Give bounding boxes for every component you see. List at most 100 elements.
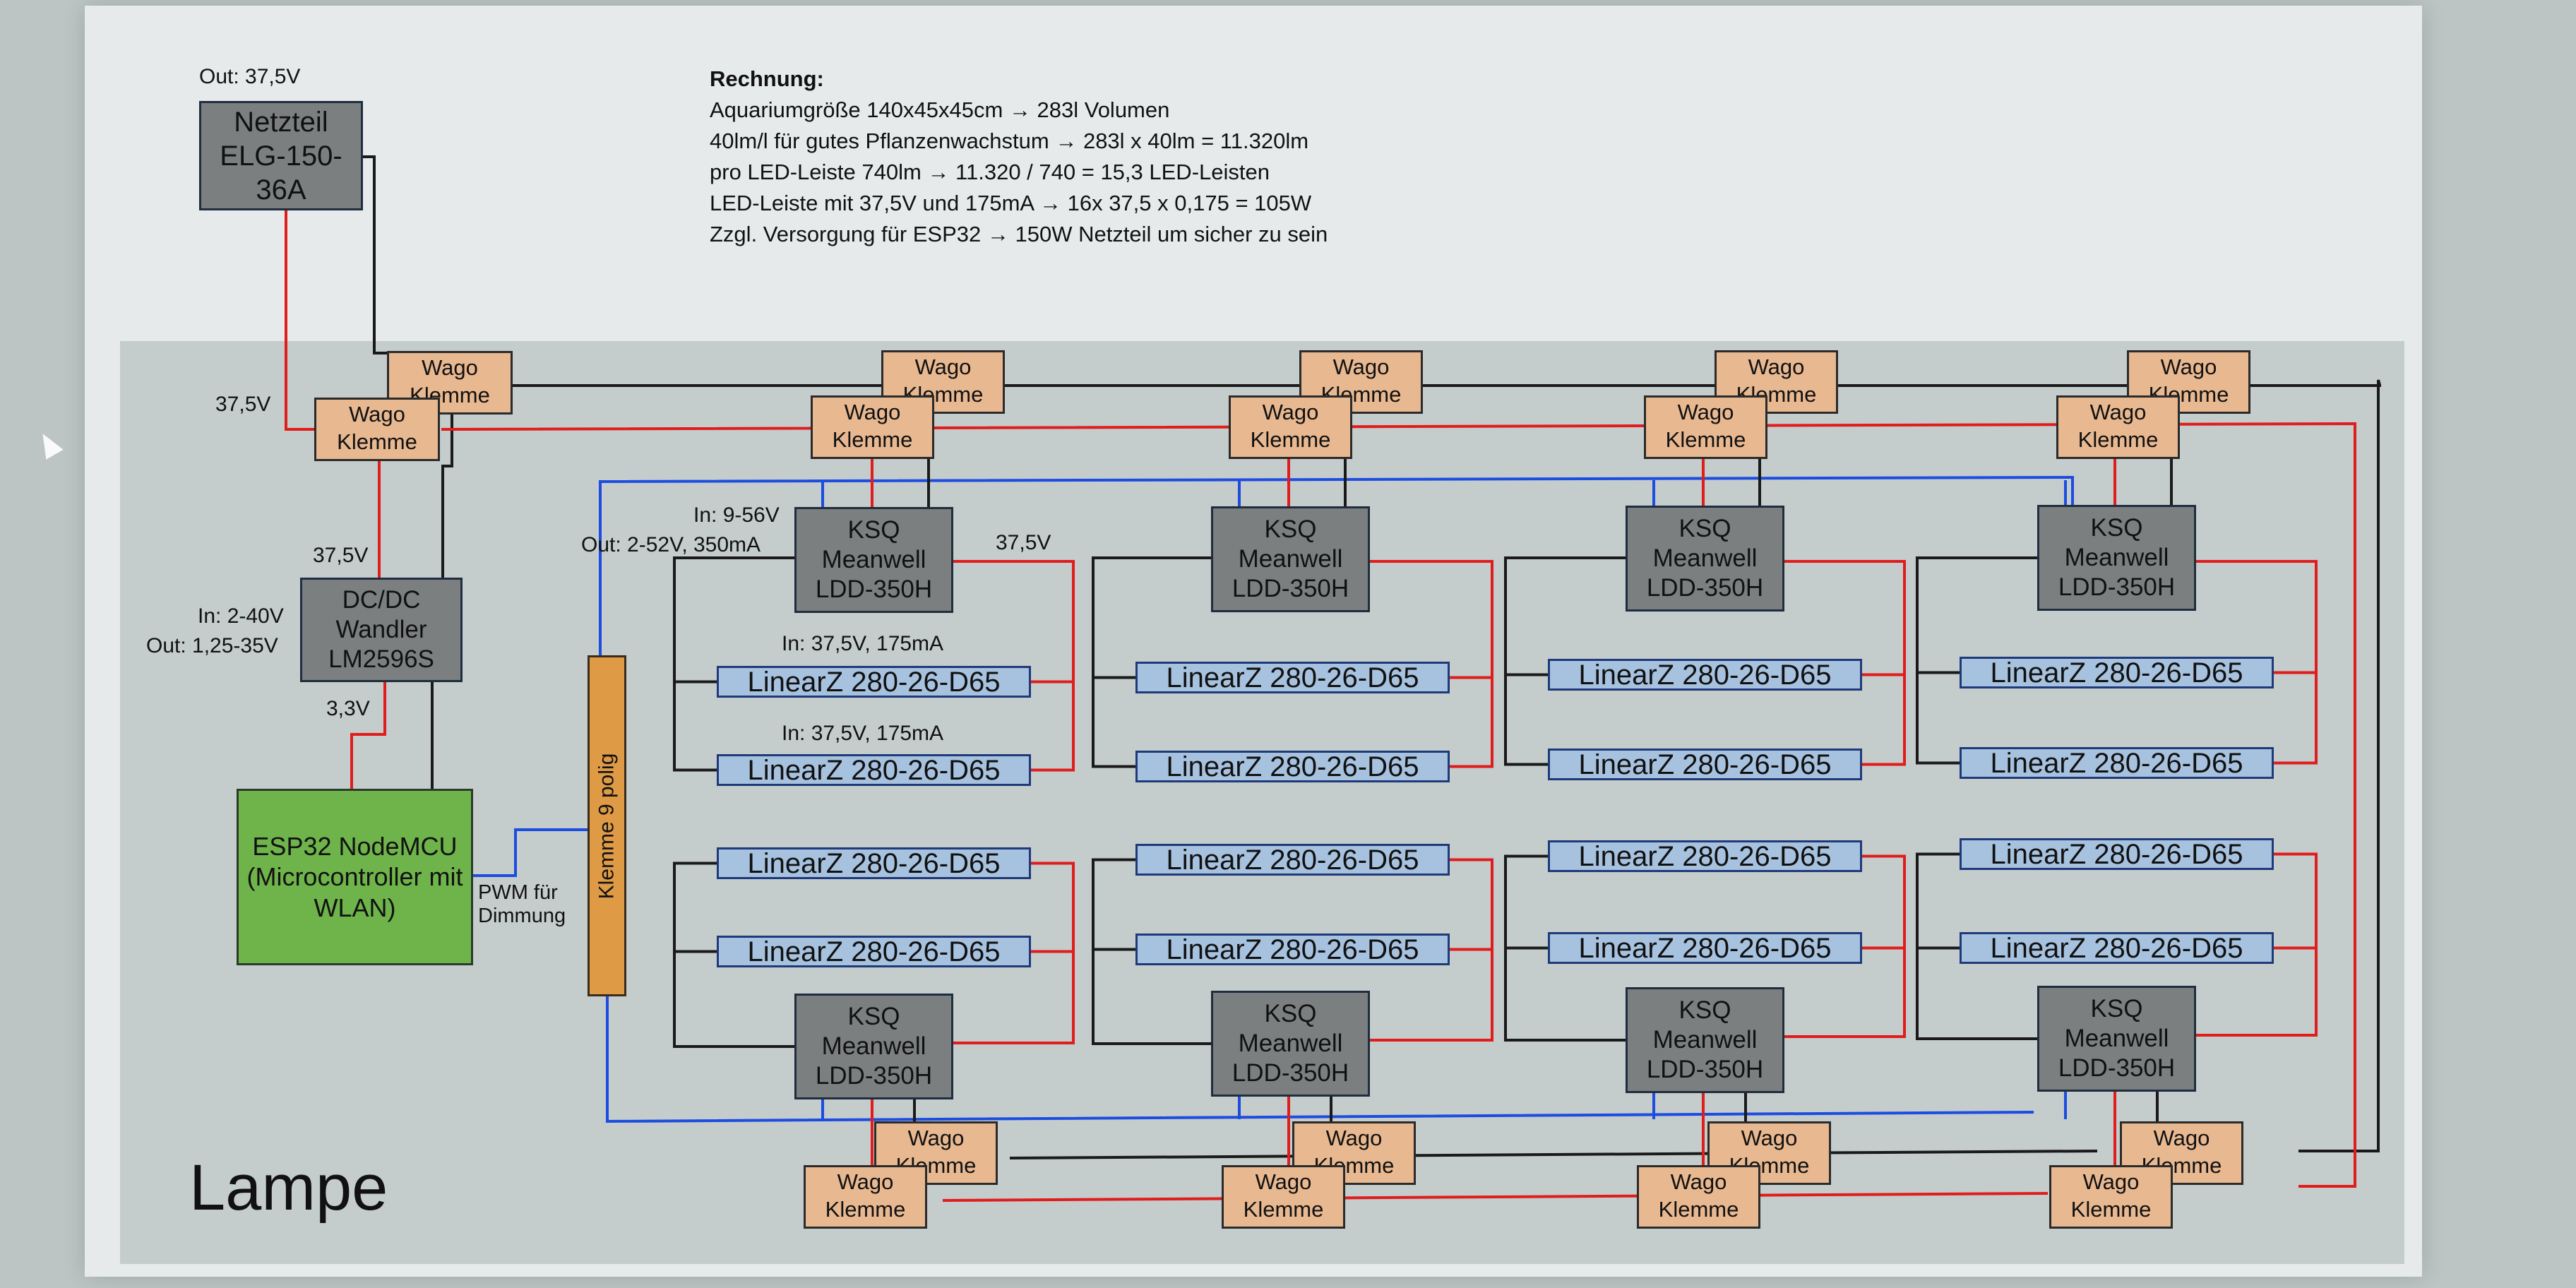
wire [1370, 560, 1493, 768]
wire [606, 996, 2034, 1123]
pwm-label: PWM für Dimmung [478, 881, 566, 927]
current-source-box: KSQ Meanwell LDD-350H [1626, 506, 1784, 612]
led-strip-box-label: LinearZ 280-26-D65 [1578, 749, 1832, 780]
current-source-box: KSQ Meanwell LDD-350H [2037, 505, 2196, 611]
wago-terminal-box: Wago Klemme [2120, 1121, 2243, 1185]
wago-terminal-box: Wago Klemme [811, 395, 934, 459]
current-source-box-label: KSQ Meanwell LDD-350H [2058, 995, 2176, 1082]
current-source-box: KSQ Meanwell LDD-350H [1211, 991, 1370, 1097]
wago-terminal-box: Wago Klemme [881, 350, 1005, 414]
led-strip-box-label: LinearZ 280-26-D65 [747, 936, 1001, 967]
wire [673, 861, 794, 1048]
calculation-line: Aquariumgröße 140x45x45cm → 283l Volumen [710, 97, 1170, 122]
wire [2194, 852, 2318, 1037]
wago-terminal-box-label: Wago Klemme [2077, 400, 2159, 452]
led-input-label: In: 37,5V, 175mA [782, 632, 944, 655]
current-source-box-label: KSQ Meanwell LDD-350H [815, 1003, 933, 1090]
led-strip-box-label: LinearZ 280-26-D65 [1578, 659, 1832, 691]
wire [1092, 858, 1211, 1045]
wire [1916, 852, 2037, 1040]
wago-terminal-box: Wago Klemme [1222, 1165, 1345, 1229]
wago-terminal-box-label: Wago Klemme [1665, 400, 1746, 452]
current-source-box: KSQ Meanwell LDD-350H [2037, 986, 2196, 1092]
current-source-box: KSQ Meanwell LDD-350H [1626, 987, 1784, 1093]
current-source-box: KSQ Meanwell LDD-350H [794, 994, 953, 1099]
led-strip-box-label: LinearZ 280-26-D65 [1990, 932, 2243, 964]
wire [673, 556, 794, 772]
current-source-box-label: KSQ Meanwell LDD-350H [1646, 515, 1764, 602]
dcdc-input-label: In: 2-40V [198, 604, 284, 628]
power-supply-name: Netzteil ELG-150-36A [220, 106, 342, 205]
wire [350, 682, 386, 789]
current-source-box-label: KSQ Meanwell LDD-350H [1232, 1000, 1349, 1087]
wire [473, 828, 588, 877]
wago-terminal-box: Wago Klemme [2049, 1165, 2173, 1229]
wago-terminal-box-label: Wago Klemme [825, 1169, 906, 1222]
wago-terminal-box: Wago Klemme [1644, 395, 1767, 459]
wago-terminal-box-label: Wago Klemme [2070, 1169, 2152, 1222]
current-source-box: KSQ Meanwell LDD-350H [1211, 506, 1370, 612]
wire [1092, 556, 1211, 768]
calculation-line: Zzgl. Versorgung für ESP32 → 150W Netzte… [710, 222, 1328, 246]
wago-terminal-box-label: Wago Klemme [337, 402, 417, 454]
current-source-box-label: KSQ Meanwell LDD-350H [2058, 514, 2176, 601]
led-strip-box-label: LinearZ 280-26-D65 [1166, 934, 1419, 965]
led-strip-box: LinearZ 280-26-D65 [1960, 747, 2274, 779]
voltage-label: 37,5V [996, 531, 1051, 554]
led-strip-box-label: LinearZ 280-26-D65 [1166, 844, 1419, 876]
terminal-block-9pin: Klemme 9 polig [588, 655, 626, 996]
led-strip-box-label: LinearZ 280-26-D65 [1990, 657, 2243, 688]
led-strip-box: LinearZ 280-26-D65 [1135, 934, 1450, 965]
voltage-label: 37,5V [313, 544, 369, 567]
wire [441, 413, 453, 578]
current-source-box-label: KSQ Meanwell LDD-350H [1232, 515, 1349, 602]
lamp-label: Lampe [189, 1152, 388, 1224]
terminal-block-label: Klemme 9 polig [595, 753, 619, 899]
current-source-box: KSQ Meanwell LDD-350H [794, 507, 953, 613]
led-strip-box-label: LinearZ 280-26-D65 [1990, 747, 2243, 779]
led-strip-box-label: LinearZ 280-26-D65 [1166, 662, 1419, 693]
led-strip-box: LinearZ 280-26-D65 [1548, 840, 1862, 872]
dcdc-converter-box: DC/DC Wandler LM2596S [300, 578, 463, 682]
led-strip-box: LinearZ 280-26-D65 [1548, 749, 1862, 780]
led-strip-box: LinearZ 280-26-D65 [1960, 932, 2274, 964]
wire [942, 1192, 2049, 1202]
led-strip-box: LinearZ 280-26-D65 [717, 936, 1031, 967]
wago-terminal-box: Wago Klemme [314, 398, 440, 461]
led-strip-box: LinearZ 280-26-D65 [1135, 751, 1450, 782]
voltage-label: 37,5V [215, 393, 271, 416]
wago-terminal-box-label: Wago Klemme [895, 1126, 977, 1178]
wago-terminal-box: Wago Klemme [804, 1165, 927, 1229]
wire [512, 379, 2381, 1152]
wire [2196, 560, 2318, 765]
wire [1009, 1150, 2098, 1159]
voltage-label: 3,3V [326, 697, 370, 720]
wire [1916, 556, 2037, 765]
led-strip-box: LinearZ 280-26-D65 [1135, 662, 1450, 693]
led-strip-box-label: LinearZ 280-26-D65 [1166, 751, 1419, 782]
power-supply-output-label: Out: 37,5V [199, 65, 301, 88]
wire [363, 155, 388, 354]
led-strip-box: LinearZ 280-26-D65 [1960, 657, 2274, 688]
esp32-name: ESP32 NodeMCU (Microcontroller mit WLAN) [246, 832, 463, 922]
ksq-output-label: Out: 2-52V, 350mA [581, 533, 761, 556]
wago-terminal-box-label: Wago Klemme [1658, 1169, 1739, 1222]
wago-terminal-box: Wago Klemme [1229, 395, 1352, 459]
wago-terminal-box-label: Wago Klemme [832, 400, 913, 452]
ksq-input-label: In: 9-56V [693, 503, 780, 527]
esp32-box: ESP32 NodeMCU (Microcontroller mit WLAN) [237, 789, 473, 965]
led-strip-box: LinearZ 280-26-D65 [1135, 844, 1450, 876]
power-supply-box: Netzteil ELG-150-36A [199, 101, 363, 210]
led-strip-box-label: LinearZ 280-26-D65 [1578, 840, 1832, 872]
wire [285, 209, 314, 431]
wire [599, 475, 2074, 655]
wire [441, 422, 2356, 1188]
led-strip-box-label: LinearZ 280-26-D65 [1990, 838, 2243, 870]
wago-terminal-box-label: Wago Klemme [1320, 354, 1402, 407]
led-strip-box: LinearZ 280-26-D65 [1548, 932, 1862, 964]
lamp-panel [120, 341, 2404, 1264]
led-strip-box-label: LinearZ 280-26-D65 [747, 847, 1001, 879]
led-strip-box-label: LinearZ 280-26-D65 [747, 754, 1001, 786]
led-strip-box: LinearZ 280-26-D65 [1960, 838, 2274, 870]
wago-terminal-box-label: Wago Klemme [1243, 1169, 1324, 1222]
